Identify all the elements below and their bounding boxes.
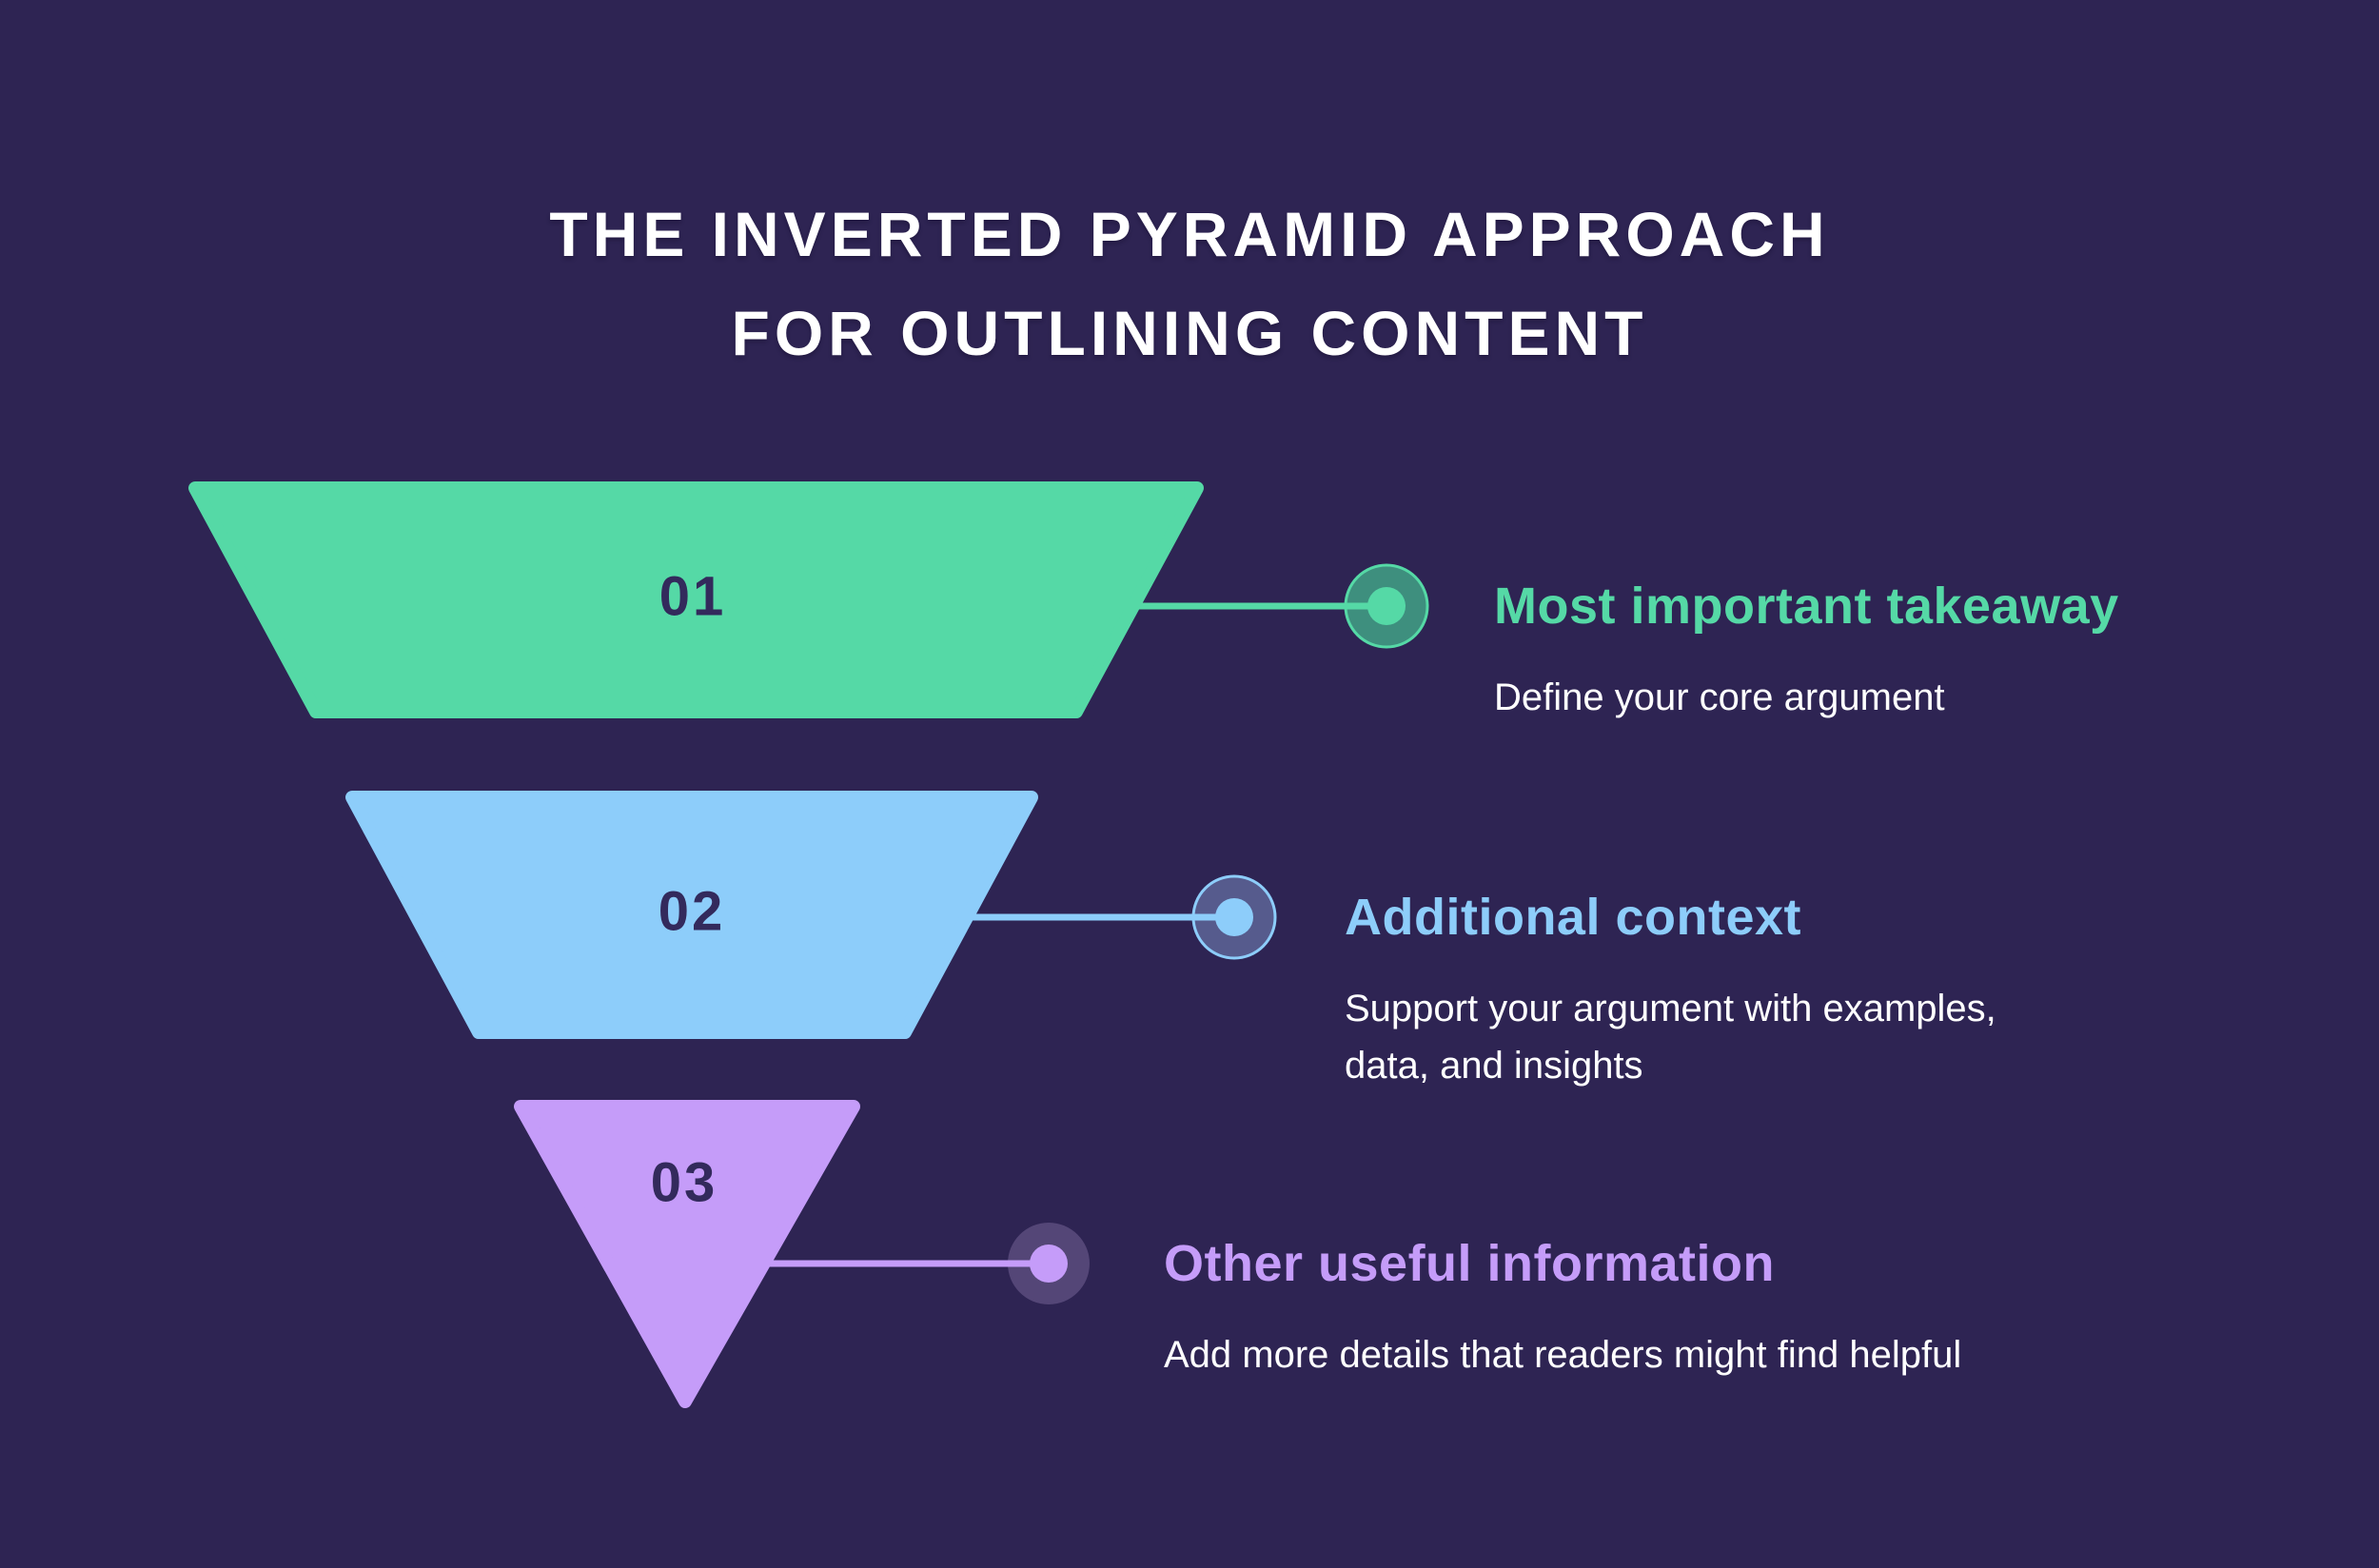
section-2-label: Additional context Support your argument… — [1345, 891, 2077, 1094]
funnel-level-1-shape — [188, 481, 1204, 718]
section-1-description: Define your core argument — [1494, 676, 1945, 718]
section-3-description: Add more details that readers might find… — [1164, 1334, 1962, 1376]
step-number-2: 02 — [658, 880, 726, 943]
section-2-description: Support your argument with examples, dat… — [1345, 988, 1996, 1087]
step-number-1: 01 — [659, 565, 727, 628]
section-1-label: Most important takeaway Define your core… — [1494, 579, 2119, 726]
page-title-line-2: FOR OUTLINING CONTENT — [731, 298, 1648, 369]
bullet-dot-1 — [1367, 587, 1406, 625]
section-1-heading: Most important takeaway — [1494, 578, 2119, 635]
page-title-line-1: THE INVERTED PYRAMID APPROACH — [549, 199, 1830, 270]
section-2-heading: Additional context — [1345, 889, 1801, 946]
bullet-dot-3 — [1030, 1245, 1068, 1283]
section-3-heading: Other useful information — [1164, 1235, 1776, 1292]
section-3-label: Other useful information Add more detail… — [1164, 1237, 1961, 1383]
funnel-level-3-shape — [514, 1100, 860, 1408]
funnel-level-2-shape — [345, 791, 1038, 1039]
page-title: THE INVERTED PYRAMID APPROACH FOR OUTLIN… — [0, 185, 2379, 382]
step-number-3: 03 — [650, 1151, 718, 1214]
bullet-dot-2 — [1215, 898, 1253, 936]
